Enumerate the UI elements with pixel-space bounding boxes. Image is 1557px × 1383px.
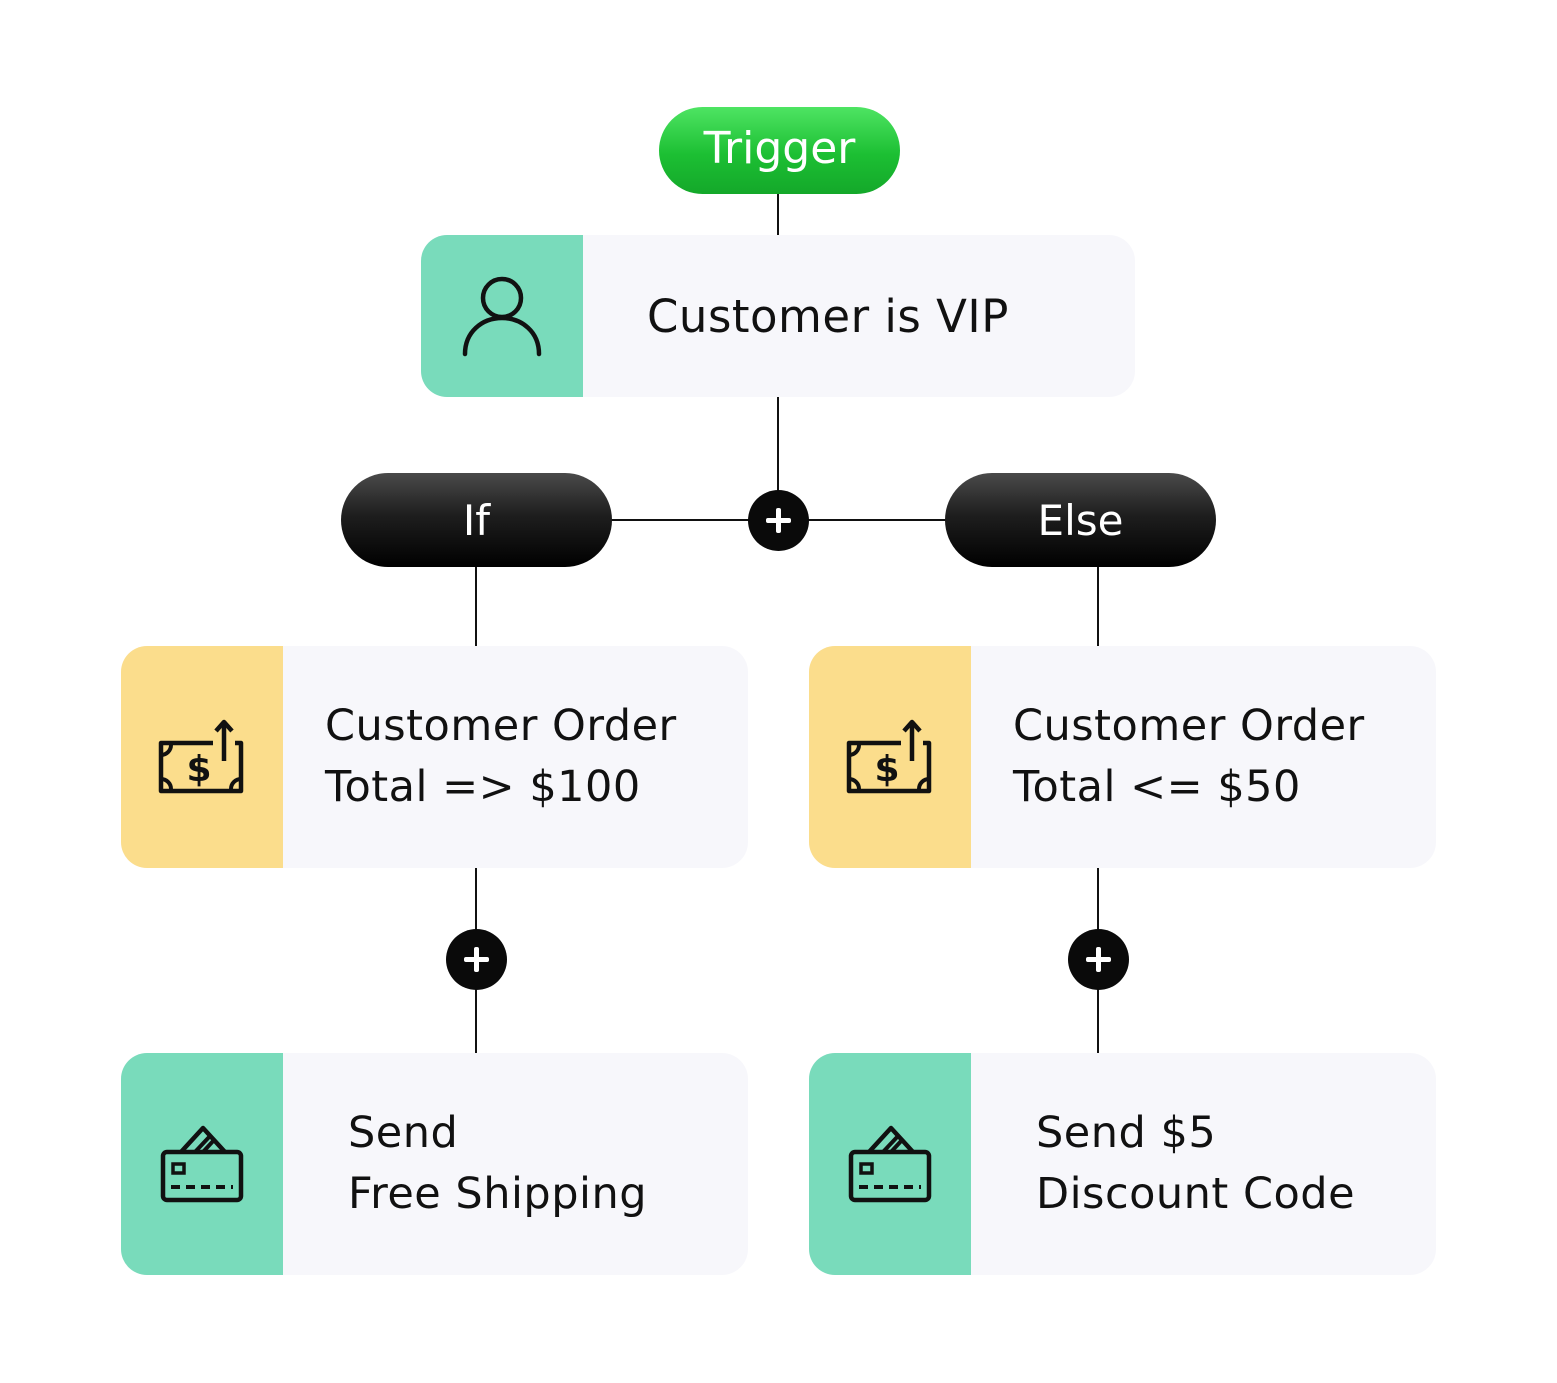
connector-if-plus <box>610 519 750 521</box>
if-condition-text: Customer Order Total => $100 <box>325 646 677 868</box>
add-step-button-if[interactable] <box>446 929 507 990</box>
else-action-card[interactable]: Send $5 Discount Code <box>809 1053 1436 1275</box>
else-condition-line1: Customer Order <box>1013 701 1365 751</box>
else-branch-pill[interactable]: Else <box>945 473 1216 567</box>
else-action-icon-box <box>809 1053 971 1275</box>
else-action-line2: Discount Code <box>1036 1169 1356 1219</box>
else-condition-line2: Total <= $50 <box>1013 762 1301 812</box>
else-condition-card[interactable]: $ Customer Order Total <= $50 <box>809 646 1436 868</box>
trigger-node[interactable]: Trigger <box>659 107 900 194</box>
svg-text:$: $ <box>186 749 211 790</box>
svg-text:$: $ <box>874 749 899 790</box>
if-action-text: Send Free Shipping <box>348 1053 647 1275</box>
if-condition-card[interactable]: $ Customer Order Total => $100 <box>121 646 748 868</box>
connector-if-condition <box>475 565 477 647</box>
else-condition-icon-box: $ <box>809 646 971 868</box>
if-condition-line2: Total => $100 <box>325 762 641 812</box>
money-up-icon: $ <box>158 719 244 794</box>
connector-else-condition <box>1097 565 1099 647</box>
add-step-button-branch[interactable] <box>748 490 809 551</box>
if-condition-line1: Customer Order <box>325 701 677 751</box>
else-action-text: Send $5 Discount Code <box>1036 1053 1355 1275</box>
if-action-line1: Send <box>348 1108 459 1158</box>
else-action-line1: Send $5 <box>1036 1108 1217 1158</box>
connector-if-plus-action <box>475 988 477 1054</box>
if-condition-icon-box: $ <box>121 646 283 868</box>
credit-card-icon <box>848 1125 932 1203</box>
add-step-button-else[interactable] <box>1068 929 1129 990</box>
connector-plus-else <box>806 519 948 521</box>
vip-condition-card[interactable]: Customer is VIP <box>421 235 1135 397</box>
if-action-card[interactable]: Send Free Shipping <box>121 1053 748 1275</box>
money-up-icon: $ <box>846 719 932 794</box>
user-icon <box>462 276 542 357</box>
if-action-icon-box <box>121 1053 283 1275</box>
vip-icon-box <box>421 235 583 397</box>
connector-else-plus-action <box>1097 988 1099 1054</box>
else-condition-text: Customer Order Total <= $50 <box>1013 646 1365 868</box>
connector-vip-branch <box>777 396 779 492</box>
connector-else-condition-plus <box>1097 867 1099 931</box>
credit-card-icon <box>160 1125 244 1203</box>
connector-if-condition-plus <box>475 867 477 931</box>
vip-label: Customer is VIP <box>647 289 1009 343</box>
connector-trigger-vip <box>777 193 779 236</box>
if-action-line2: Free Shipping <box>348 1169 647 1219</box>
if-branch-pill[interactable]: If <box>341 473 612 567</box>
